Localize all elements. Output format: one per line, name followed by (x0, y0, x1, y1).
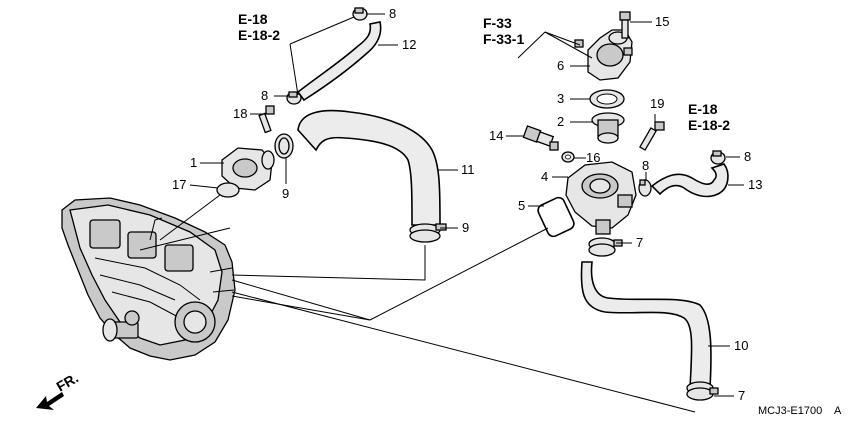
hose-11 (297, 109, 441, 226)
reference-e18-left-line2: E-18-2 (238, 27, 280, 43)
callout-17: 17 (172, 177, 186, 192)
callout-8-right-b: 8 (744, 149, 751, 164)
callout-8-mid: 8 (261, 88, 268, 103)
callout-9-lower: 9 (462, 220, 469, 235)
water-outlet-1 (221, 147, 275, 191)
callout-8-top: 8 (389, 6, 396, 21)
clamp-8-mid (286, 91, 302, 105)
drawing-code-text: MCJ3-E1700 (758, 405, 822, 417)
drawing-code: MCJ3-E1700 A (758, 405, 842, 417)
thermostat-cover-6 (574, 29, 633, 81)
engine-block (61, 197, 236, 361)
thermostat-2 (591, 112, 625, 144)
clamp-7-upper (588, 237, 623, 257)
callout-3: 3 (557, 91, 564, 106)
reference-e18-right: E-18 E-18-2 (688, 101, 730, 133)
reference-f33-line1: F-33 (483, 15, 512, 31)
assembly-leader-lines (139, 194, 696, 413)
reference-f33-line2: F-33-1 (483, 31, 524, 47)
bolt-18 (258, 105, 275, 134)
callouts: 8 12 8 18 1 17 9 11 9 15 6 3 2 19 14 16 (172, 6, 762, 403)
reference-f33: F-33 F-33-1 (483, 15, 593, 59)
drawing-code-suffix: A (834, 405, 842, 417)
reference-e18-right-line2: E-18-2 (688, 117, 730, 133)
callout-16: 16 (586, 150, 600, 165)
reference-e18-left-line1: E-18 (238, 11, 268, 27)
washer-16 (561, 151, 575, 163)
callout-11: 11 (461, 162, 475, 177)
callout-7-lower: 7 (738, 388, 745, 403)
clamp-8-right-b (710, 150, 726, 165)
clamp-8-top (352, 7, 368, 21)
clamp-9-upper (274, 133, 294, 159)
front-arrow-icon (36, 392, 64, 410)
hose-10 (580, 261, 712, 389)
front-direction-label: FR. (54, 369, 82, 394)
oring-3 (589, 89, 625, 109)
clamp-8-right-a (638, 179, 652, 197)
bolt-15 (619, 11, 631, 39)
callout-10: 10 (734, 338, 748, 353)
hose-13 (650, 163, 729, 198)
gasket-17 (216, 182, 240, 198)
thermostat-housing-4 (565, 161, 637, 235)
clamp-9-lower (409, 223, 447, 243)
gasket-5 (537, 196, 575, 238)
callout-12: 12 (402, 37, 416, 52)
reference-e18-right-line1: E-18 (688, 101, 718, 117)
front-direction-indicator: FR. (36, 369, 81, 410)
hose-12 (296, 21, 382, 102)
callout-9-upper: 9 (282, 186, 289, 201)
sensor-14 (522, 125, 559, 151)
callout-18: 18 (233, 106, 247, 121)
callout-8-right-a: 8 (642, 158, 649, 173)
clamp-7-lower (686, 381, 719, 401)
callout-14: 14 (489, 128, 503, 143)
bolt-19 (639, 121, 665, 151)
callout-6: 6 (557, 58, 564, 73)
callout-2: 2 (557, 114, 564, 129)
callout-4: 4 (541, 169, 548, 184)
reference-e18-left: E-18 E-18-2 (238, 11, 355, 96)
callout-7-upper: 7 (636, 235, 643, 250)
callout-19: 19 (650, 96, 664, 111)
callout-15: 15 (655, 14, 669, 29)
callout-13: 13 (748, 177, 762, 192)
callout-1: 1 (190, 155, 197, 170)
callout-5: 5 (518, 198, 525, 213)
